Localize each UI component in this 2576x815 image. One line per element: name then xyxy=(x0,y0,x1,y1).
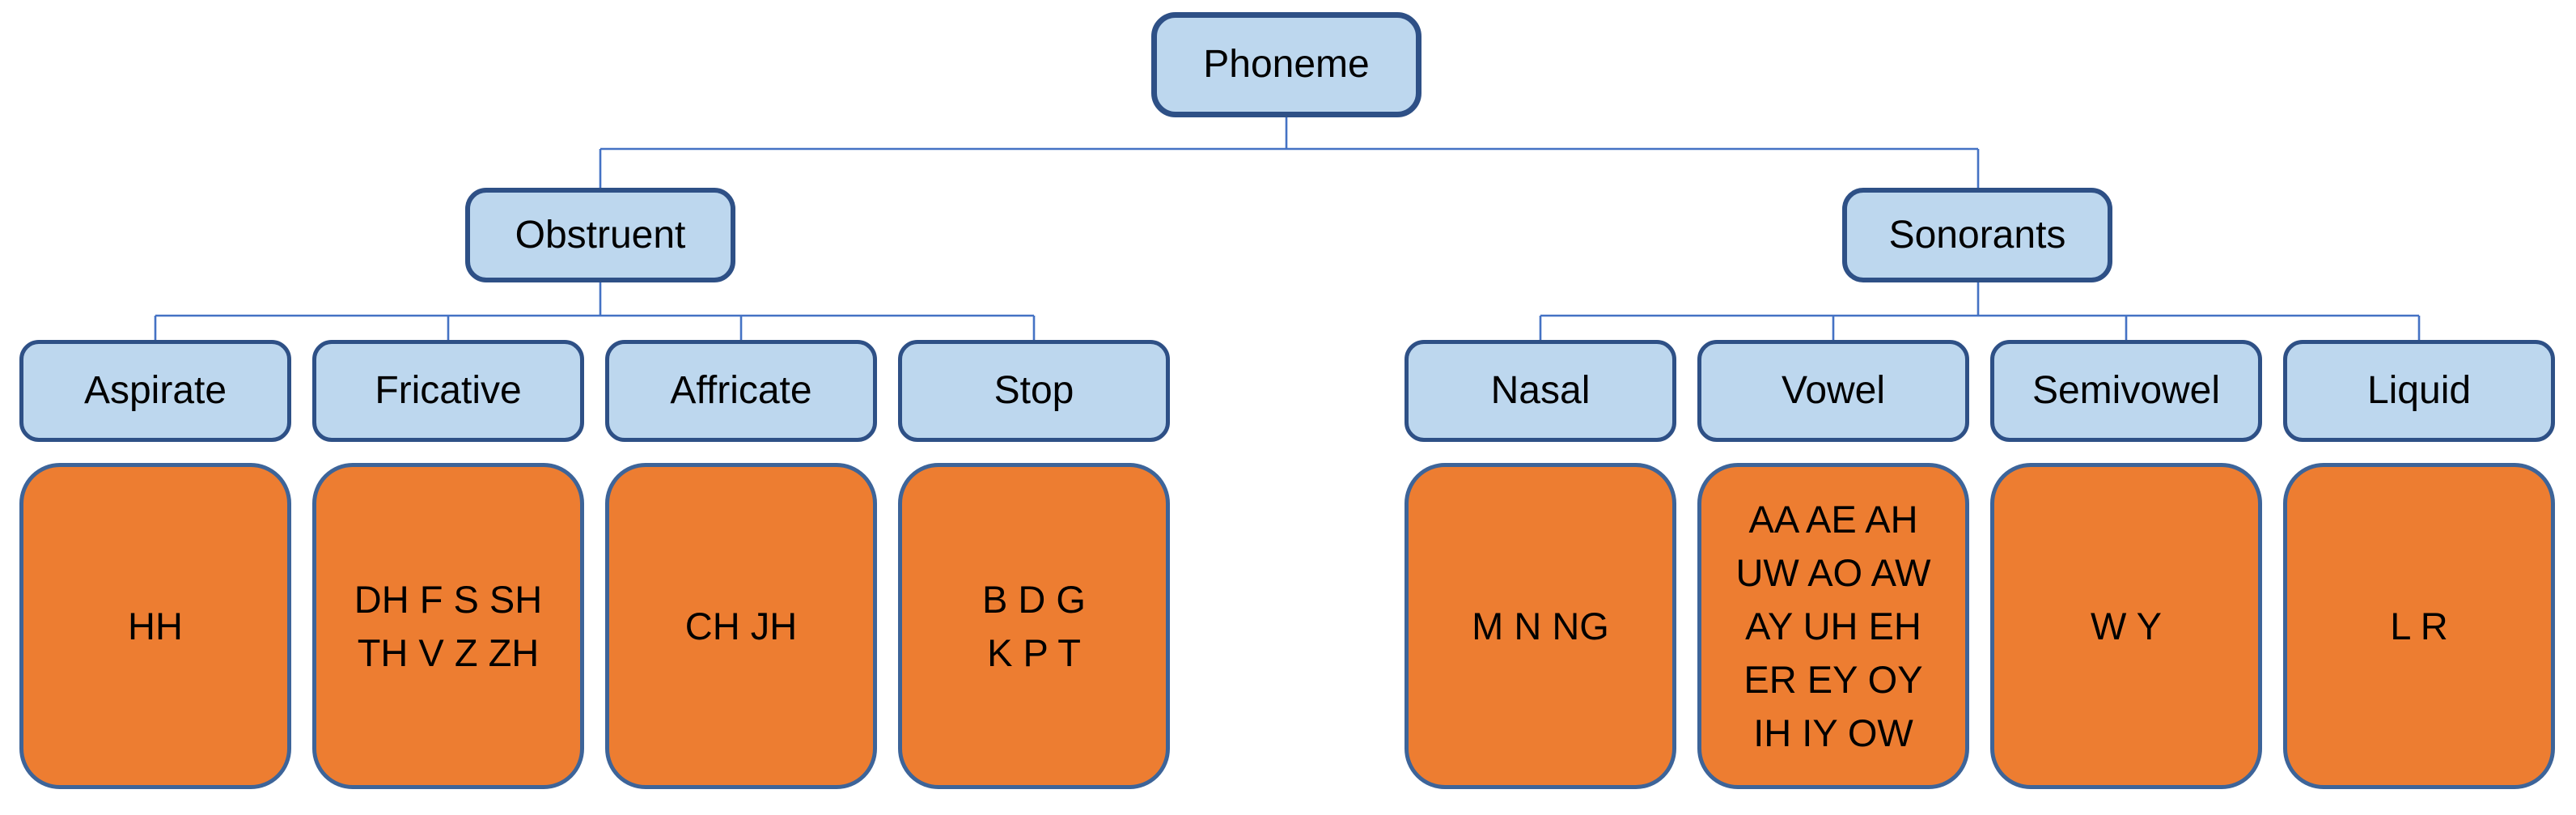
phoneme-line: L R xyxy=(2390,604,2448,647)
phoneme-line: W Y xyxy=(2091,604,2162,647)
node-aspirate: Aspirate xyxy=(19,340,291,442)
phoneme-line: TH V Z ZH xyxy=(357,630,540,674)
node-nasal: Nasal xyxy=(1405,340,1676,442)
phoneme-list-fricative: DH F S SH TH V Z ZH xyxy=(312,463,584,789)
phoneme-line: IH IY OW xyxy=(1753,711,1913,754)
node-semivowel: Semivowel xyxy=(1990,340,2262,442)
node-sonorants: Sonorants xyxy=(1842,188,2112,282)
phoneme-list-stop: B D G K P T xyxy=(898,463,1170,789)
phoneme-line: K P T xyxy=(987,630,1081,674)
node-liquid: Liquid xyxy=(2283,340,2555,442)
node-obstruent: Obstruent xyxy=(465,188,735,282)
phoneme-line: ER EY OY xyxy=(1743,657,1923,701)
phoneme-line: AY UH EH xyxy=(1745,604,1921,647)
node-stop: Stop xyxy=(898,340,1170,442)
phoneme-line: B D G xyxy=(982,577,1086,621)
phoneme-line: HH xyxy=(128,604,183,647)
phoneme-list-aspirate: HH xyxy=(19,463,291,789)
node-phoneme: Phoneme xyxy=(1151,12,1421,117)
phoneme-line: AA AE AH xyxy=(1748,497,1918,541)
phoneme-line: M N NG xyxy=(1472,604,1609,647)
phoneme-list-liquid: L R xyxy=(2283,463,2555,789)
phoneme-list-semivowel: W Y xyxy=(1990,463,2262,789)
phoneme-line: UW AO AW xyxy=(1735,550,1931,594)
node-affricate: Affricate xyxy=(605,340,877,442)
node-vowel: Vowel xyxy=(1697,340,1969,442)
phoneme-line: DH F S SH xyxy=(354,577,543,621)
phoneme-line: CH JH xyxy=(684,604,798,647)
phoneme-list-affricate: CH JH xyxy=(605,463,877,789)
phoneme-list-vowel: AA AE AH UW AO AW AY UH EH ER EY OY IH I… xyxy=(1697,463,1969,789)
node-fricative: Fricative xyxy=(312,340,584,442)
phoneme-list-nasal: M N NG xyxy=(1405,463,1676,789)
